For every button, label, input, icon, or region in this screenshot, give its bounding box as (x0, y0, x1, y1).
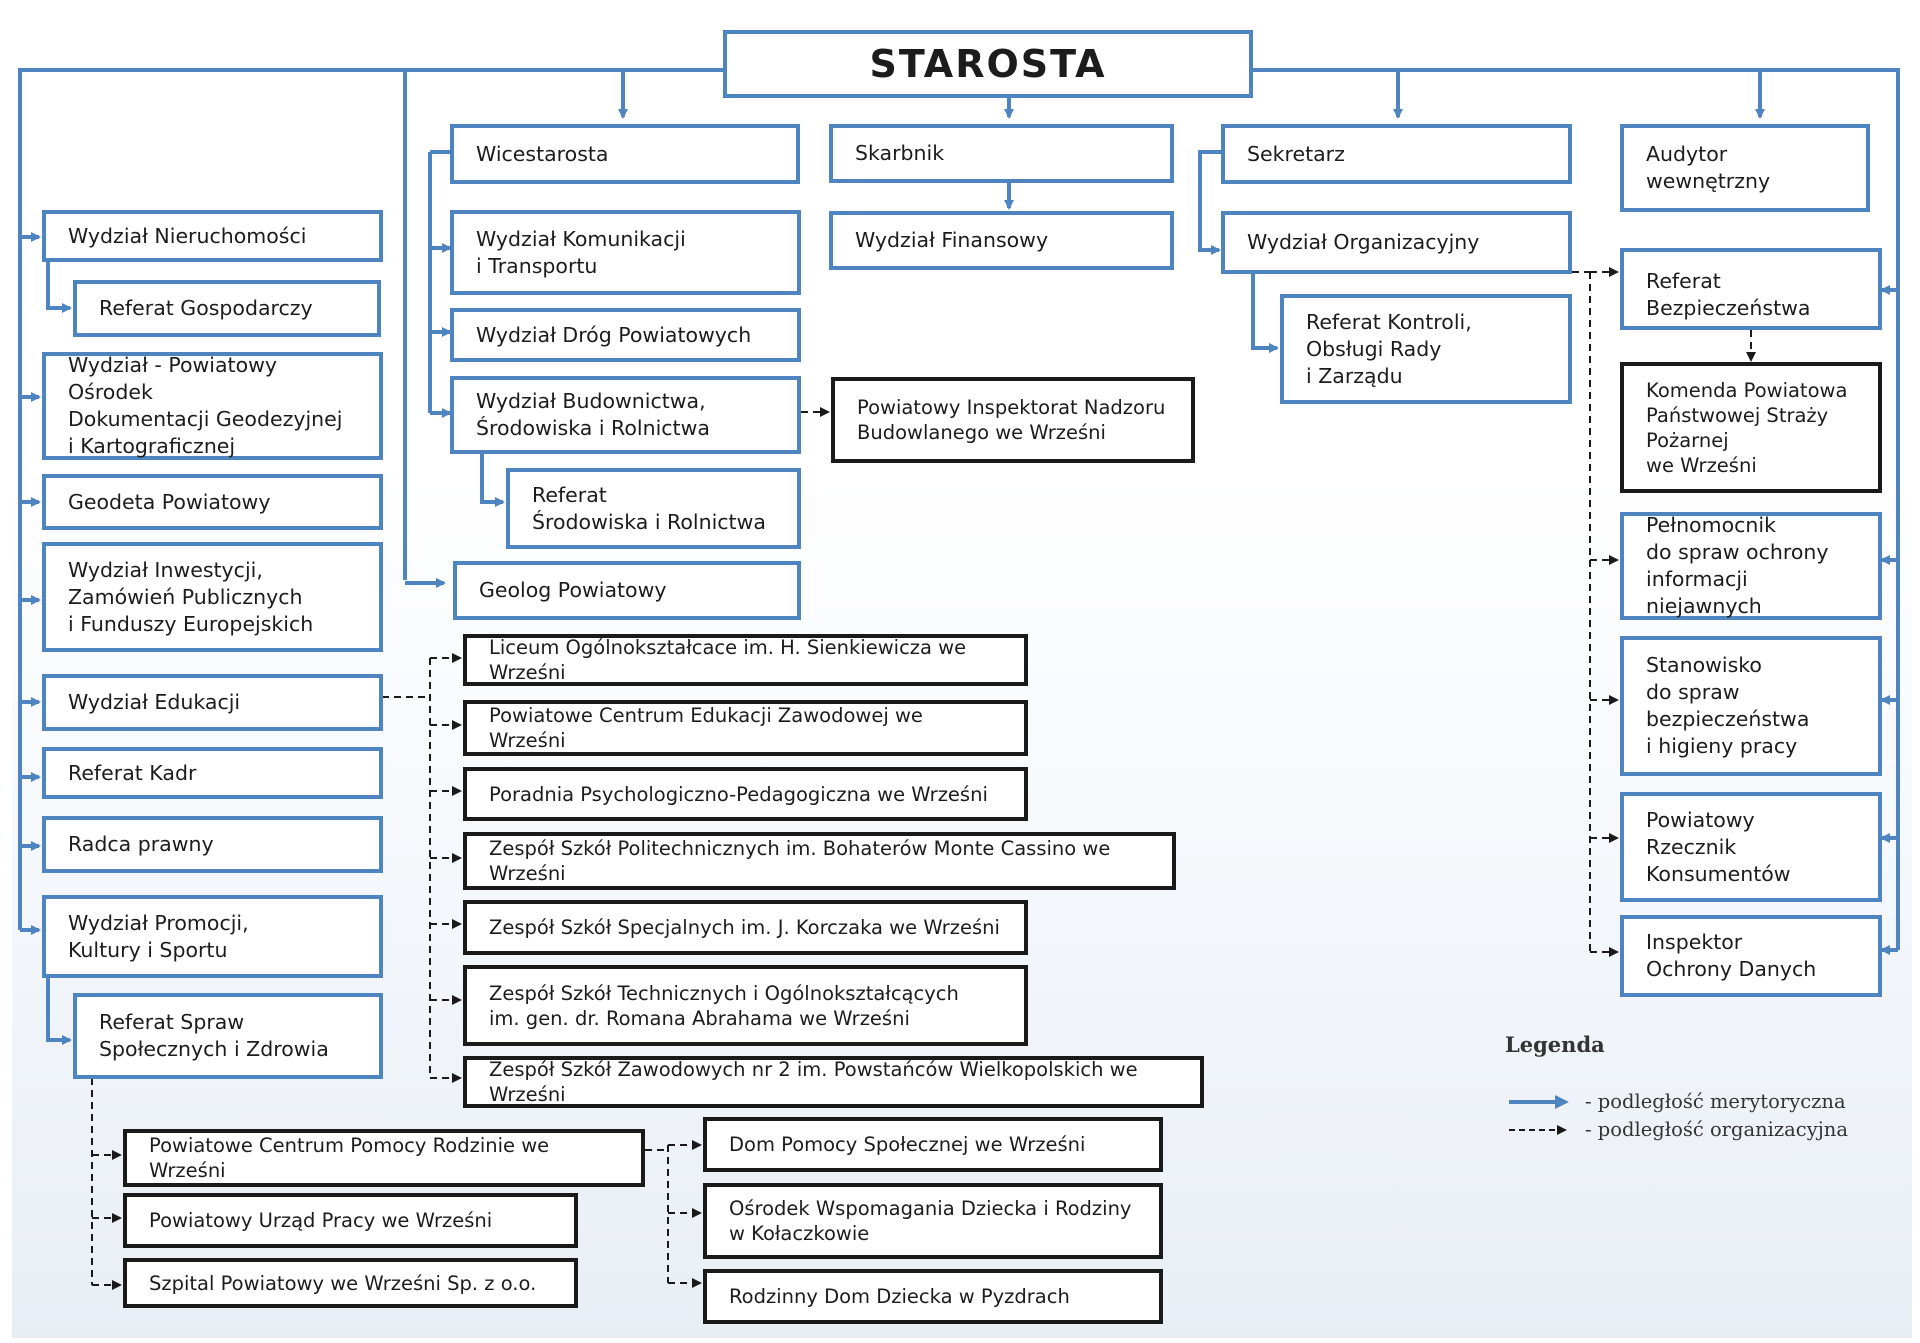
legend-organizational-label: - podległość organizacyjna (1585, 1118, 1848, 1141)
pcpr-box: Powiatowe Centrum Pomocy Rodzinie we Wrz… (123, 1129, 645, 1187)
legend: Legenda - podległość merytoryczna - podl… (1505, 1032, 1865, 1152)
wydzial-odgik-box: Wydział - Powiatowy Ośrodek Dokumentacji… (42, 352, 383, 460)
geodeta-powiatowy-box: Geodeta Powiatowy (42, 474, 383, 530)
radca-prawny-box: Radca prawny (42, 816, 383, 873)
wydzial-drog-box: Wydział Dróg Powiatowych (450, 308, 801, 362)
inspektor-ochrony-danych-box: Inspektor Ochrony Danych (1620, 915, 1882, 997)
dashed-arrow-icon (1509, 1125, 1567, 1135)
school-zs-technicznych-box: Zespół Szkół Technicznych i Ogólnokształ… (463, 965, 1028, 1046)
ow-dziecka-box: Ośrodek Wspomagania Dziecka i Rodziny w … (703, 1183, 1163, 1259)
dps-box: Dom Pomocy Społecznej we Wrześni (703, 1117, 1163, 1172)
skarbnik-box: Skarbnik (829, 124, 1174, 183)
referat-kontroli-box: Referat Kontroli, Obsługi Rady i Zarządu (1280, 294, 1572, 404)
wydzial-nieruchomosci-box: Wydział Nieruchomości (42, 210, 383, 262)
pelnomocnik-box: Pełnomocnik do spraw ochrony informacji … (1620, 512, 1882, 620)
legend-organizational: - podległość organizacyjna (1505, 1116, 1865, 1144)
school-poradnia-box: Poradnia Psychologiczno-Pedagogiczna we … (463, 767, 1028, 821)
audytor-box: Audytor wewnętrzny (1620, 124, 1870, 212)
komenda-psp-box: Komenda Powiatowa Państwowej Straży Poża… (1620, 362, 1882, 493)
rzecznik-konsumentow-box: Powiatowy Rzecznik Konsumentów (1620, 792, 1882, 902)
wydzial-budownictwa-box: Wydział Budownictwa, Środowiska i Rolnic… (450, 376, 801, 454)
wydzial-organizacyjny-box: Wydział Organizacyjny (1221, 211, 1572, 274)
wicestarosta-box: Wicestarosta (450, 124, 800, 184)
starosta-box: STAROSTA (723, 30, 1253, 98)
referat-srodowiska-box: Referat Środowiska i Rolnictwa (506, 468, 801, 549)
referat-gospodarczy-box: Referat Gospodarczy (73, 280, 381, 337)
rodzinny-dom-dziecka-box: Rodzinny Dom Dziecka w Pyzdrach (703, 1269, 1163, 1324)
school-zs-zawodowych-box: Zespół Szkół Zawodowych nr 2 im. Powstań… (463, 1056, 1204, 1108)
school-zs-politechnicznych-box: Zespół Szkół Politechnicznych im. Bohate… (463, 832, 1176, 890)
blue-arrow-icon (1509, 1095, 1569, 1109)
school-pcez-box: Powiatowe Centrum Edukacji Zawodowej we … (463, 700, 1028, 756)
geolog-powiatowy-box: Geolog Powiatowy (453, 561, 801, 620)
wydzial-edukacji-box: Wydział Edukacji (42, 674, 383, 731)
school-zs-specjalnych-box: Zespół Szkół Specjalnych im. J. Korczaka… (463, 900, 1028, 955)
szpital-box: Szpital Powiatowy we Wrześni Sp. z o.o. (123, 1258, 578, 1308)
legend-substantive: - podległość merytoryczna (1505, 1088, 1865, 1116)
referat-kadr-box: Referat Kadr (42, 747, 383, 799)
organizational-lines (91, 267, 1756, 1290)
referat-spraw-spolecznych-box: Referat Spraw Społecznych i Zdrowia (73, 993, 383, 1079)
pup-box: Powiatowy Urząd Pracy we Wrześni (123, 1193, 578, 1248)
wydzial-finansowy-box: Wydział Finansowy (829, 211, 1174, 270)
wydzial-inwestycji-box: Wydział Inwestycji, Zamówień Publicznych… (42, 542, 383, 652)
school-liceum-box: Liceum Ogólnokształcace im. H. Sienkiewi… (463, 634, 1028, 686)
wydzial-promocji-box: Wydział Promocji, Kultury i Sportu (42, 895, 383, 978)
substantive-lines (18, 68, 1900, 1045)
sekretarz-box: Sekretarz (1221, 124, 1572, 184)
legend-title: Legenda (1505, 1032, 1605, 1057)
referat-bezpieczenstwa-box: Referat Bezpieczeństwa (1620, 248, 1882, 330)
wydzial-komunikacji-box: Wydział Komunikacji i Transportu (450, 210, 801, 295)
legend-substantive-label: - podległość merytoryczna (1585, 1090, 1846, 1113)
stanowisko-bhp-box: Stanowisko do spraw bezpieczeństwa i hig… (1620, 636, 1882, 776)
inspektorat-nadzoru-box: Powiatowy Inspektorat Nadzoru Budowlaneg… (831, 377, 1195, 463)
